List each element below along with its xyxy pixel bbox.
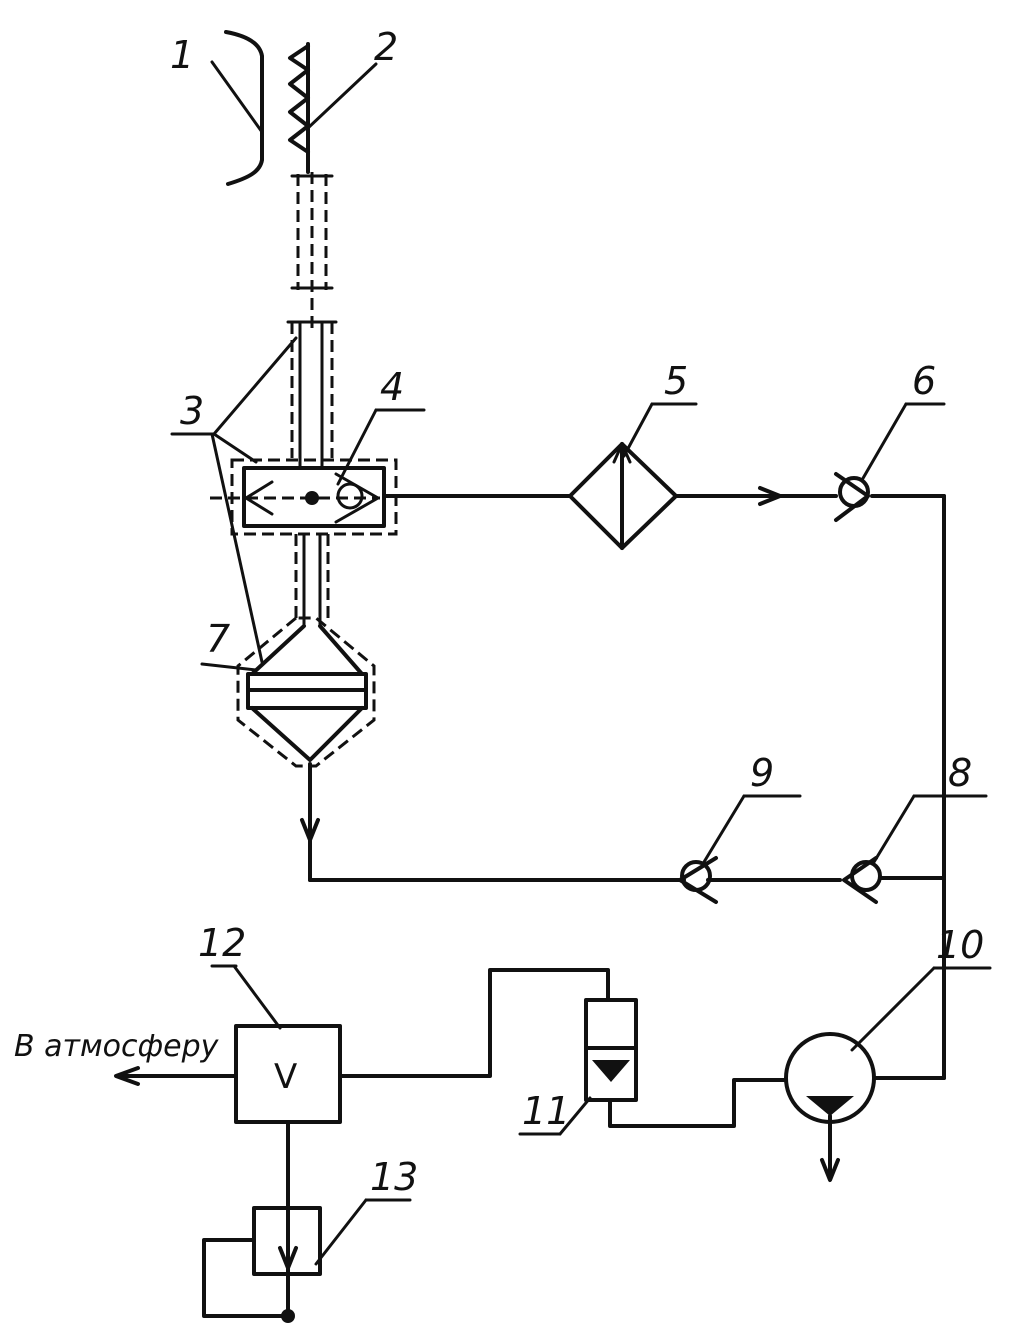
valve-symbol: V: [274, 1057, 297, 1097]
component-11: 11: [338, 968, 638, 1136]
return-line: [300, 762, 946, 882]
label-3: 3: [180, 389, 204, 433]
component-12: V 12 В атмосферу: [14, 921, 342, 1312]
component-13: 13: [202, 1155, 418, 1323]
label-11: 11: [522, 1089, 570, 1133]
atmosphere-label: В атмосферу: [14, 1029, 220, 1064]
component-7: 7: [200, 616, 376, 768]
component-6: 6: [834, 359, 946, 522]
label-12: 12: [198, 921, 246, 965]
label-5: 5: [664, 359, 688, 403]
component-9: 9: [678, 751, 802, 904]
link-4-7: [294, 532, 330, 626]
component-5: 5: [568, 359, 698, 550]
label-10: 10: [936, 923, 984, 967]
label-7: 7: [206, 617, 230, 661]
label-13: 13: [370, 1155, 418, 1199]
component-3-housing: 3 4: [170, 336, 426, 664]
component-8: 8: [842, 751, 988, 904]
rod: [286, 172, 338, 470]
component-2: 2: [288, 25, 398, 174]
label-9: 9: [750, 751, 774, 795]
label-8: 8: [948, 751, 972, 795]
label-1: 1: [170, 33, 194, 77]
component-10: 10: [608, 923, 992, 1182]
label-6: 6: [912, 359, 936, 403]
label-2: 2: [374, 25, 398, 69]
pressure-line: [382, 486, 838, 506]
label-4: 4: [380, 365, 404, 409]
right-line: [870, 494, 946, 1080]
component-1: 1: [170, 30, 264, 186]
